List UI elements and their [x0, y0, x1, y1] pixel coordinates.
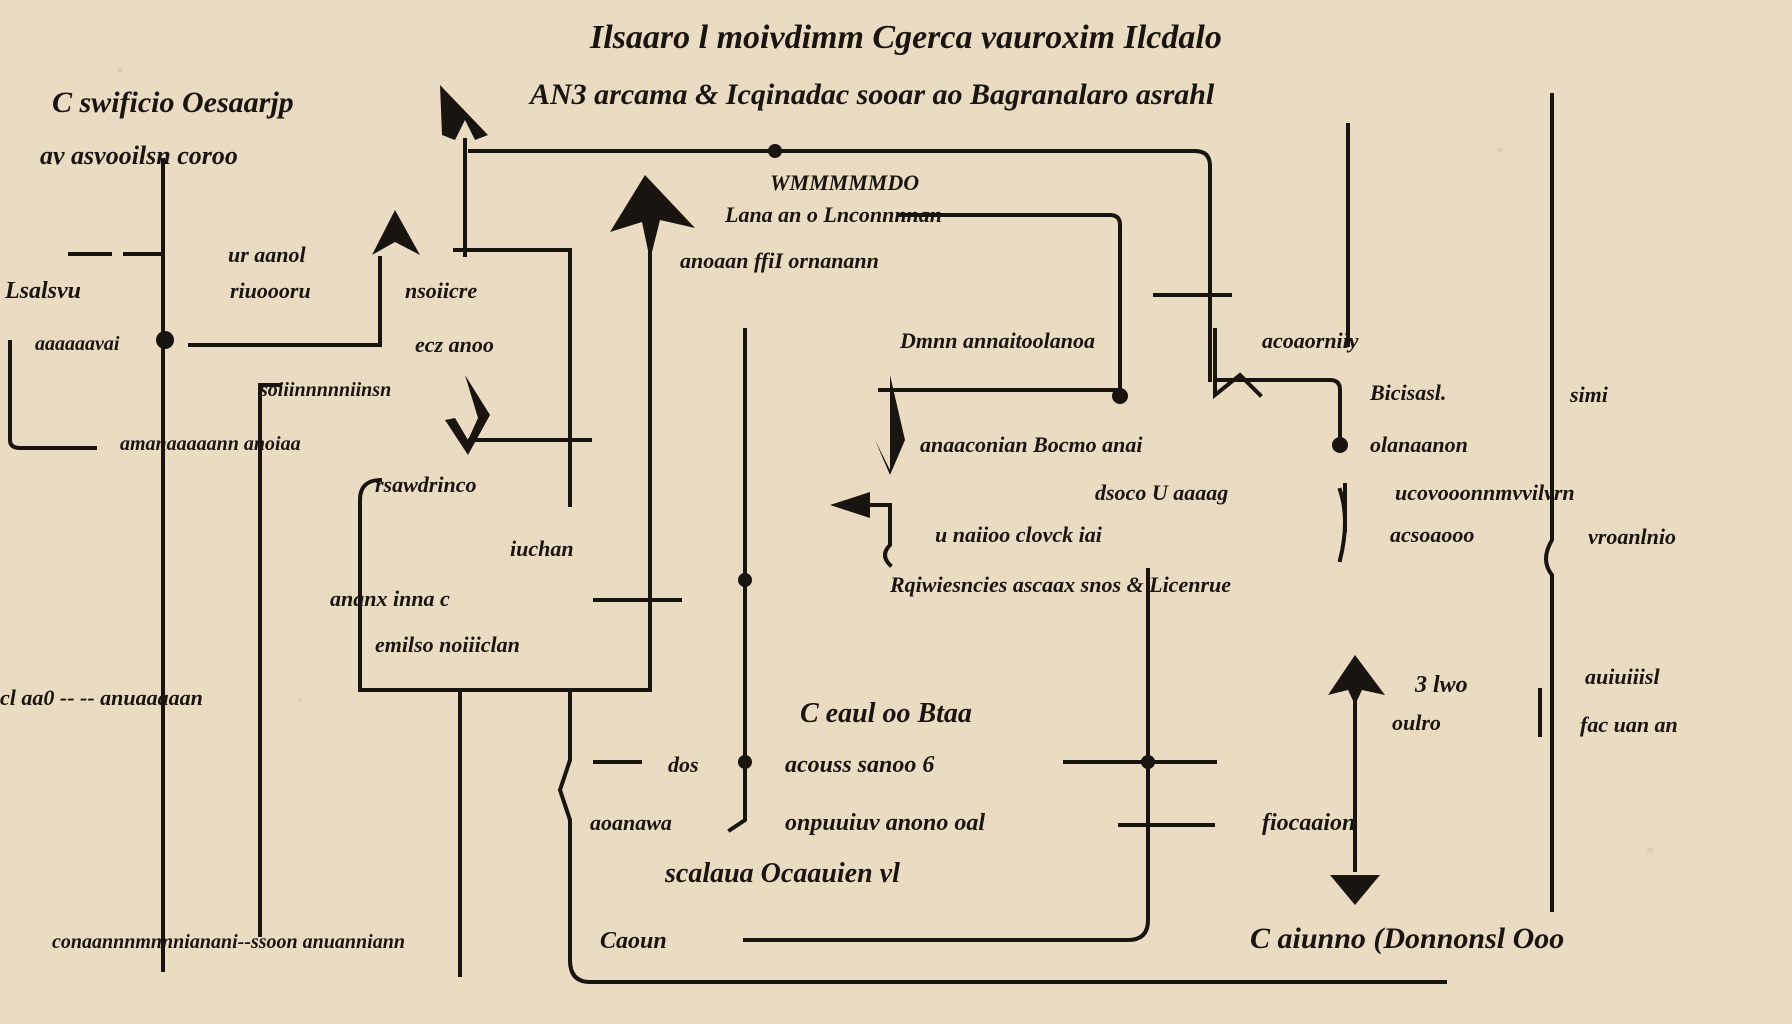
connector-box-left: [258, 383, 282, 937]
connector-horizontal-345: [188, 256, 382, 347]
center-bot-g: Caoun: [600, 928, 667, 954]
mid-left-d: ecz anoo: [415, 332, 494, 357]
center-mid-c: dsoco U aaaag: [1095, 480, 1228, 505]
arrow-down-center: [875, 375, 905, 475]
center-bot-c: acouss sanoo 6: [785, 752, 934, 778]
right-d: olanaanon: [1370, 432, 1468, 457]
top-left-title: C swificio Oesaarjp: [52, 86, 294, 119]
arrowheads: [156, 85, 1385, 905]
right-j: oulro: [1392, 710, 1441, 735]
text-labels: Ilsaaro l moivdimm Cgerca vauroxim Ilcda…: [0, 19, 1678, 955]
center-bot-f: scalaua Ocaauien vl: [664, 858, 900, 889]
center-top-b: Lana an o Lnconnnnan: [724, 202, 942, 227]
arrow-left-mid: [830, 492, 870, 518]
bottom-right: C aiunno (Donnonsl Ooo: [1250, 922, 1564, 955]
connector-top-horizontal: [468, 149, 1212, 382]
center-mid-d: u naiioo clovck iai: [935, 522, 1103, 547]
arrow-up-center: [610, 175, 695, 260]
right-l: fiocaaion: [1262, 810, 1355, 836]
mid-left-j: emilso noiiiclan: [375, 632, 520, 657]
node-dot-4: [738, 573, 752, 587]
right-e: ucovooonnmvvilvrn: [1395, 480, 1575, 505]
mid-left-h: iuchan: [510, 536, 574, 561]
mid-left-c: nsoiicre: [405, 278, 477, 303]
left-box-1: Lsalsvu: [4, 278, 81, 304]
mid-left-a: ur aanol: [228, 242, 307, 267]
bottom-left-b: conaannnmnnnianani--ssoon anuanniann: [52, 931, 405, 953]
connector-right-bracket: [1337, 487, 1347, 563]
center-bot-e: onpuuiuv anono oal: [785, 810, 985, 836]
bottom-left-a: cl aa0 -- -- anuaaaaan: [0, 685, 203, 710]
center-bot-d: aoanawa: [590, 810, 672, 835]
connector-box-main: [358, 248, 652, 692]
mid-left-i: ananx inna c: [330, 586, 450, 611]
connector-vertical-570: [557, 688, 1447, 984]
node-dot-5: [738, 755, 752, 769]
top-left-sub: av asvooilsn coroo: [40, 141, 238, 170]
center-top-c: anoaan ffiI ornanann: [680, 248, 879, 273]
connector-left-box: [8, 340, 97, 450]
mid-left-e: soiiinnnnniinsn: [259, 379, 391, 401]
right-b: Bicisasl.: [1369, 380, 1446, 405]
center-mid-b: anaaconian Bocmo anai: [920, 432, 1143, 457]
node-dot-6: [1141, 755, 1155, 769]
title-line-2: AN3 arcama & Icqinadac sooar ao Bagranal…: [528, 78, 1215, 111]
right-h: 3 lwo: [1414, 672, 1468, 698]
right-f: acsoaooo: [1390, 522, 1474, 547]
node-dot-7: [156, 331, 174, 349]
right-g: vroanlnio: [1588, 524, 1676, 549]
node-dot-2: [1112, 388, 1128, 404]
mid-left-g: rsawdrinco: [375, 472, 476, 497]
center-bot-b: dos: [668, 752, 699, 777]
right-c: simi: [1569, 382, 1609, 407]
arrow-down-mid: [445, 375, 490, 455]
connector-vertical-1552: [1544, 93, 1554, 912]
mid-left-b: riuoooru: [230, 278, 311, 303]
arrow-up-right: [1328, 655, 1385, 705]
connector-mid-right: [1213, 378, 1342, 442]
connector-lines: [8, 93, 1554, 984]
mid-left-f: amanaaaaann anoiaa: [120, 433, 301, 455]
arrow-up-mid-left: [372, 210, 420, 255]
arrow-down-right: [1330, 875, 1380, 905]
right-i: auiuiiisl: [1585, 664, 1660, 689]
center-mid-e: Rqiwiesncies ascaax snos & Licenrue: [889, 572, 1231, 597]
node-dot-3: [1332, 437, 1348, 453]
right-a: acoaorniiy: [1262, 328, 1359, 353]
arrow-up-top-left: [440, 85, 488, 140]
connector-bottom-vertical: [743, 568, 1150, 942]
connector-kink: [1213, 328, 1263, 400]
left-box-2: aaaaaavai: [35, 333, 120, 355]
center-top-a: WMMMMMDO: [770, 170, 919, 195]
center-mid-a: Dmnn annaitoolanoa: [899, 328, 1095, 353]
connector-middle-box-right: [453, 248, 572, 507]
connector-vertical-745: [727, 328, 747, 833]
node-dot-1: [768, 144, 782, 158]
connector-center-box: [898, 213, 1122, 397]
title-line-1: Ilsaaro l moivdimm Cgerca vauroxim Ilcda…: [589, 19, 1222, 56]
center-bot-a: C eaul oo Btaa: [800, 698, 972, 729]
right-k: fac uan an: [1580, 712, 1678, 737]
